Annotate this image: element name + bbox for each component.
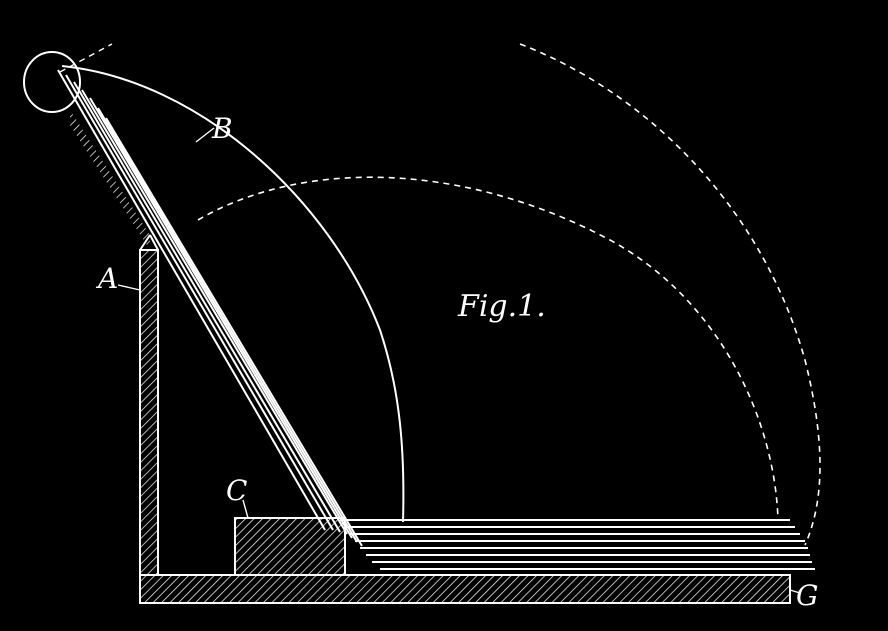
inner-dashed-arc — [197, 176, 779, 521]
upright-a — [139, 234, 159, 576]
swing-arc-b — [61, 65, 405, 523]
base-g — [139, 574, 791, 604]
label-a: A — [95, 262, 118, 295]
horizontal-sheet-stack — [340, 519, 815, 570]
outer-dashed-arc — [519, 43, 821, 546]
block-c — [234, 517, 346, 576]
inclined-sheet-stack — [57, 69, 363, 547]
hinge-circle — [23, 51, 81, 113]
figure-title: Fig.1. — [457, 289, 546, 324]
top-dashed-lead — [59, 43, 113, 73]
leader-g — [789, 589, 801, 594]
leader-a — [117, 284, 141, 291]
label-g: G — [796, 579, 818, 612]
label-b: B — [211, 112, 233, 145]
leader-b — [195, 127, 215, 143]
leader-c — [242, 499, 249, 519]
label-c: C — [226, 474, 247, 507]
